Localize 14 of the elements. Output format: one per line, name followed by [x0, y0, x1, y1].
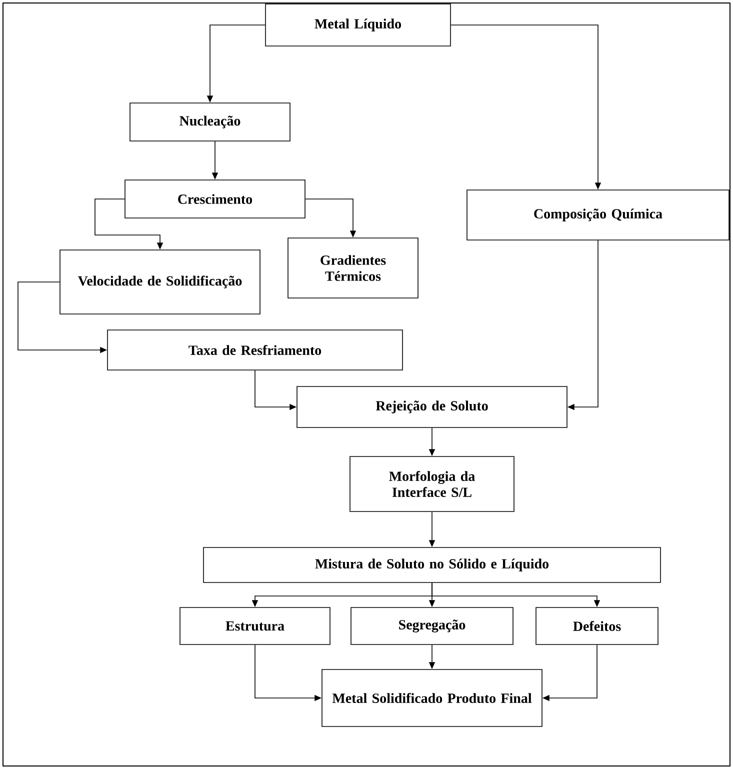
process-box: Crescimento [124, 180, 306, 218]
process-box: Nucleação [130, 102, 290, 142]
process-box: Defeitos [536, 607, 658, 645]
process-box: Segregação [350, 607, 514, 645]
process-box: Metal Solidificado Produto Final [322, 669, 542, 727]
process-box: Metal Líquido [265, 4, 451, 46]
process-box: Taxa de Resfriamento [107, 330, 403, 370]
process-box: Gradientes Térmicos [288, 238, 418, 298]
process-box: Velocidade de Solidificação [60, 250, 260, 314]
process-box: Rejeição de Soluto [296, 386, 568, 428]
process-box: Estrutura [180, 607, 330, 645]
process-box: Composição Química [466, 190, 730, 240]
process-box: Morfologia da Interface S/L [350, 456, 514, 512]
process-box: Mistura de Soluto no Sólido e Líquido [203, 547, 661, 583]
